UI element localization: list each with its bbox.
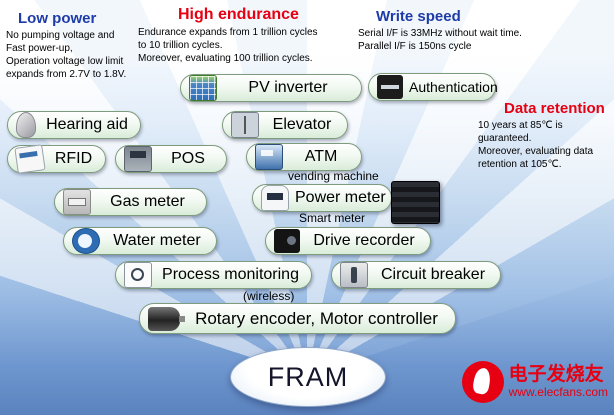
pos-terminal-icon — [124, 146, 152, 172]
note-write-speed-body: Serial I/F is 33MHz without wait time. P… — [358, 28, 522, 52]
solar-panel-icon — [189, 75, 217, 101]
pill-label: Process monitoring — [162, 266, 299, 283]
pill-label: Power meter — [295, 189, 386, 206]
note-data-retention: Data retention 10 years at 85℃ is guaran… — [478, 100, 610, 171]
gas-meter-icon — [63, 189, 91, 215]
pill-drive-recorder: Drive recorder — [265, 227, 431, 255]
pill-label: ATM — [304, 148, 338, 165]
pill-label: POS — [171, 150, 205, 167]
note-high-endurance-body: Endurance expands from 1 trillion cycles… — [138, 27, 318, 64]
process-meter-icon — [124, 262, 152, 288]
pill-power-meter: Power meter — [252, 184, 392, 212]
note-data-retention-title: Data retention — [504, 100, 605, 117]
note-low-power-body: No pumping voltage and Fast power-up, Op… — [6, 30, 127, 80]
note-high-endurance-title: High endurance — [178, 6, 299, 23]
pill-label: Rotary encoder, Motor controller — [195, 308, 438, 328]
note-high-endurance: High endurance Endurance expands from 1 … — [138, 6, 370, 65]
pill-elevator: Elevator — [222, 111, 348, 139]
note-write-speed-title: Write speed — [376, 8, 461, 25]
server-rack-icon — [391, 181, 440, 224]
pill-gas-meter: Gas meter — [54, 188, 207, 216]
water-meter-icon — [72, 228, 100, 254]
note-low-power: Low power No pumping voltage and Fast po… — [6, 10, 158, 81]
note-data-retention-body: 10 years at 85℃ is guaranteed. Moreover,… — [478, 120, 594, 170]
power-meter-icon — [261, 185, 289, 211]
pill-authentication: Authentication — [368, 73, 498, 101]
pill-atm: ATM — [246, 143, 362, 171]
pill-pv-inverter: PV inverter — [180, 74, 362, 102]
note-low-power-title: Low power — [18, 10, 97, 27]
pill-label: Gas meter — [110, 193, 185, 210]
authentication-device-icon — [377, 75, 403, 99]
pill-process-monitoring: Process monitoring — [115, 261, 312, 289]
pill-label: Hearing aid — [46, 116, 128, 133]
watermark-brand: 电子发烧友 — [508, 364, 604, 386]
fram-ellipse: FRAM — [230, 347, 386, 407]
pill-label: Drive recorder — [313, 232, 415, 249]
pill-label: Circuit breaker — [380, 266, 486, 283]
atm-icon — [255, 144, 283, 170]
pill-label: RFID — [54, 150, 93, 167]
elevator-icon — [231, 112, 259, 138]
vending-machine-label: vending machine — [288, 169, 379, 183]
pill-label: PV inverter — [248, 79, 328, 96]
pill-hearing-aid: Hearing aid — [7, 111, 141, 139]
pill-pos: POS — [115, 145, 227, 173]
pill-water-meter: Water meter — [63, 227, 217, 255]
wireless-label: (wireless) — [243, 289, 295, 303]
note-write-speed: Write speed Serial I/F is 33MHz without … — [358, 8, 606, 53]
pill-rfid: RFID — [7, 144, 106, 174]
elecfans-logo-icon — [461, 361, 504, 403]
rfid-card-icon — [14, 144, 46, 174]
watermark-url: www.elecfans.com — [508, 385, 608, 400]
pill-label: Water meter — [113, 232, 201, 249]
smart-meter-label: Smart meter — [299, 211, 366, 225]
hearing-aid-icon — [16, 112, 36, 138]
fram-label: FRAM — [267, 361, 349, 392]
watermark-text: 电子发烧友 www.elecfans.com — [509, 364, 608, 400]
watermark: 电子发烧友 www.elecfans.com — [461, 361, 608, 403]
drive-recorder-icon — [274, 229, 300, 253]
pill-label: Authentication — [409, 79, 498, 95]
motor-icon — [148, 306, 185, 331]
circuit-breaker-icon — [340, 262, 368, 288]
pill-label: Elevator — [272, 116, 332, 133]
pill-circuit-breaker: Circuit breaker — [331, 261, 501, 289]
pill-rotary-encoder-motor-controller: Rotary encoder, Motor controller — [139, 303, 456, 334]
